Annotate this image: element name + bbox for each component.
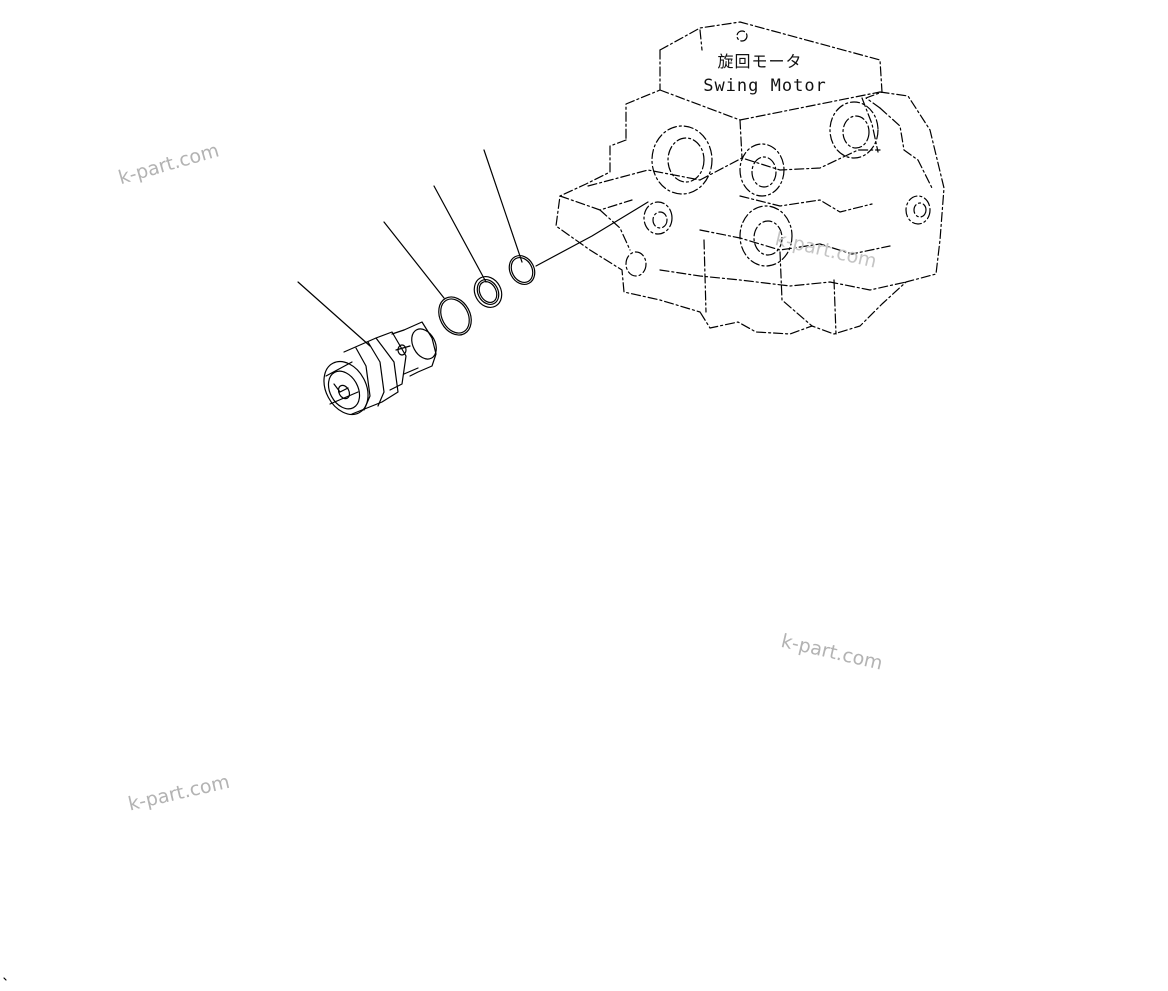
corner-mark [3,977,7,981]
component-label-english: Swing Motor [703,76,827,96]
o-ring-inner [438,296,472,336]
leader-line-oring-inner [383,221,445,299]
leader-line-valve-cartridge [297,281,371,347]
backup-ring [473,276,503,308]
assembly-axis-line [535,201,649,267]
swing-motor-housing [555,21,945,335]
valve-cartridge [323,321,437,416]
o-ring-outer [508,255,536,285]
leader-line-backup-ring [433,185,487,283]
component-label-japanese: 旋回モータ [717,52,803,71]
leader-line-oring-outer [483,149,523,263]
